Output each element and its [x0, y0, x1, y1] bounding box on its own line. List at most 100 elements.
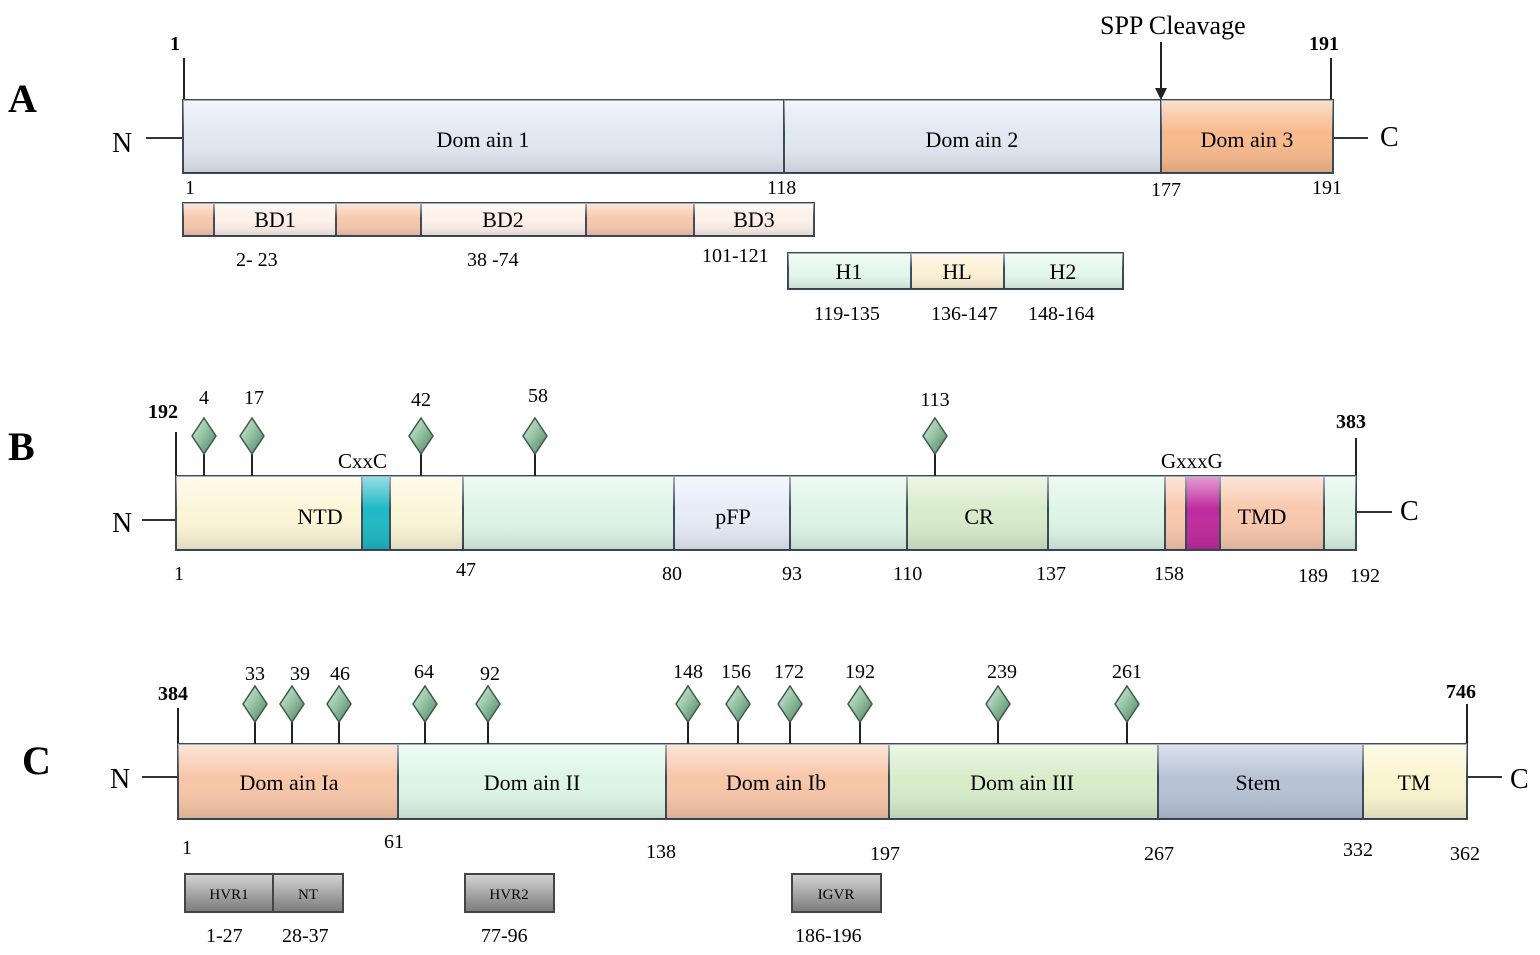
glyco-label: 113 [920, 389, 949, 411]
glycosylation-diamond-icon [412, 684, 438, 724]
glycosylation-diamond-icon [242, 684, 268, 724]
spp-cleavage-label: SPP Cleavage [1100, 11, 1246, 40]
domain-3-label: Dom ain 3 [1201, 127, 1294, 152]
glyco-label: 172 [774, 661, 804, 683]
panel-a-start: 1 [170, 33, 180, 55]
bd1-label: BD1 [254, 207, 296, 232]
cxxc-label: CxxC [338, 449, 387, 473]
glycosylation-diamond-icon [475, 684, 501, 724]
glycosylation-diamond-icon [675, 684, 701, 724]
glyco-label: 261 [1112, 661, 1142, 683]
domain-iii-label: Dom ain III [970, 770, 1074, 795]
hvr1-range: 1-27 [206, 925, 243, 947]
pos-c-332: 332 [1343, 839, 1373, 861]
bd3-range: 101-121 [702, 245, 769, 267]
glyco-site-b-113: 113 [920, 389, 950, 476]
glyco-site-b-42: 42 [408, 389, 434, 476]
domain-ib-label: Dom ain Ib [726, 770, 826, 795]
panel-c-c-terminus: C [1510, 764, 1529, 795]
pos-c-197: 197 [870, 843, 900, 865]
glycosylation-diamond-icon [985, 684, 1011, 724]
pos-b-189: 189 [1298, 565, 1328, 587]
panel-c-start: 384 [158, 683, 188, 705]
panel-b: B N C 192 383 NTD pFP CR TMD CxxC [8, 385, 1419, 587]
glyco-site-c-172: 172 [774, 661, 804, 744]
tm-label: TM [1398, 770, 1431, 795]
panel-c-letter: C [22, 738, 51, 783]
pfp-label: pFP [715, 504, 750, 529]
glyco-site-c-39: 39 [279, 663, 310, 744]
helix-bar: H1 HL H2 [787, 252, 1124, 290]
panel-a-end: 191 [1309, 33, 1339, 55]
glyco-label: 33 [245, 663, 265, 685]
panel-b-letter: B [8, 424, 35, 469]
pos-c-362: 362 [1450, 843, 1480, 865]
pos-a-191: 191 [1312, 177, 1342, 199]
stem-label: Stem [1235, 770, 1280, 795]
bd-bar: BD1 BD2 BD3 [182, 202, 815, 237]
pos-c-138: 138 [646, 841, 676, 863]
glyco-label: 92 [480, 663, 500, 685]
glycosylation-diamond-icon [922, 416, 948, 456]
glyco-site-b-17: 17 [239, 387, 265, 476]
glyco-site-c-148: 148 [673, 661, 703, 744]
glyco-label: 192 [845, 661, 875, 683]
panel-b-n-terminus: N [112, 508, 132, 539]
glycosylation-diamond-icon [847, 684, 873, 724]
glyco-site-c-33: 33 [242, 663, 268, 744]
bd2-range: 38 -74 [467, 249, 519, 271]
glyco-label: 17 [244, 387, 264, 409]
h2-label: H2 [1050, 259, 1077, 284]
domain-ii-label: Dom ain II [484, 770, 581, 795]
pos-b-110: 110 [893, 563, 922, 585]
panel-c-n-terminus: N [110, 764, 130, 795]
glycosylation-diamond-icon [522, 416, 548, 456]
ntd-label: NTD [297, 504, 342, 529]
hvr2-label: HVR2 [489, 887, 528, 903]
pos-a-118: 118 [767, 177, 796, 199]
hvr1-label: HVR1 [209, 887, 248, 903]
pos-a-1: 1 [185, 177, 195, 199]
glyco-site-b-58: 58 [522, 385, 548, 476]
hl-range: 136-147 [931, 303, 998, 325]
pos-c-267: 267 [1144, 843, 1174, 865]
nt-label: NT [298, 887, 318, 903]
glyco-label: 4 [199, 387, 209, 409]
glycosylation-diamond-icon [408, 416, 434, 456]
glyco-label: 46 [330, 663, 350, 685]
bd1-range: 2- 23 [236, 249, 278, 271]
pos-b-192: 192 [1350, 565, 1380, 587]
panel-a-letter: A [8, 76, 37, 121]
domain-2-label: Dom ain 2 [926, 127, 1019, 152]
panel-b-start: 192 [148, 401, 178, 423]
domain-3: Dom ain 3 [1160, 99, 1334, 174]
glyco-label: 58 [528, 385, 548, 407]
pos-c-1: 1 [182, 837, 192, 859]
panel-b-bar: NTD pFP CR TMD [175, 475, 1357, 551]
glyco-site-c-92: 92 [475, 663, 501, 744]
panel-c-end: 746 [1446, 681, 1476, 703]
pos-b-1: 1 [174, 563, 184, 585]
nt-box: NT [272, 873, 344, 913]
glyco-site-c-64: 64 [412, 661, 438, 744]
domain-1: Dom ain 1 [182, 99, 785, 174]
glyco-label: 42 [411, 389, 431, 411]
panel-c-bar: Dom ain Ia Dom ain II Dom ain Ib Dom ain… [177, 743, 1468, 820]
cleavage-arrow-icon [1155, 88, 1167, 100]
hvr2-box: HVR2 [464, 873, 555, 913]
glyco-site-c-156: 156 [721, 661, 751, 744]
pos-b-47: 47 [456, 559, 476, 581]
pos-b-137: 137 [1036, 563, 1066, 585]
glycosylation-diamond-icon [777, 684, 803, 724]
pos-b-80: 80 [662, 563, 682, 585]
bd2-label: BD2 [482, 207, 524, 232]
nt-range: 28-37 [282, 925, 329, 947]
glycosylation-diamond-icon [191, 416, 217, 456]
pos-c-61: 61 [384, 831, 404, 853]
glyco-label: 64 [414, 661, 434, 683]
panel-a-n-terminus: N [112, 128, 132, 159]
hvr1-box: HVR1 [184, 873, 274, 913]
panel-b-end: 383 [1336, 411, 1366, 433]
igvr-range: 186-196 [795, 925, 862, 947]
